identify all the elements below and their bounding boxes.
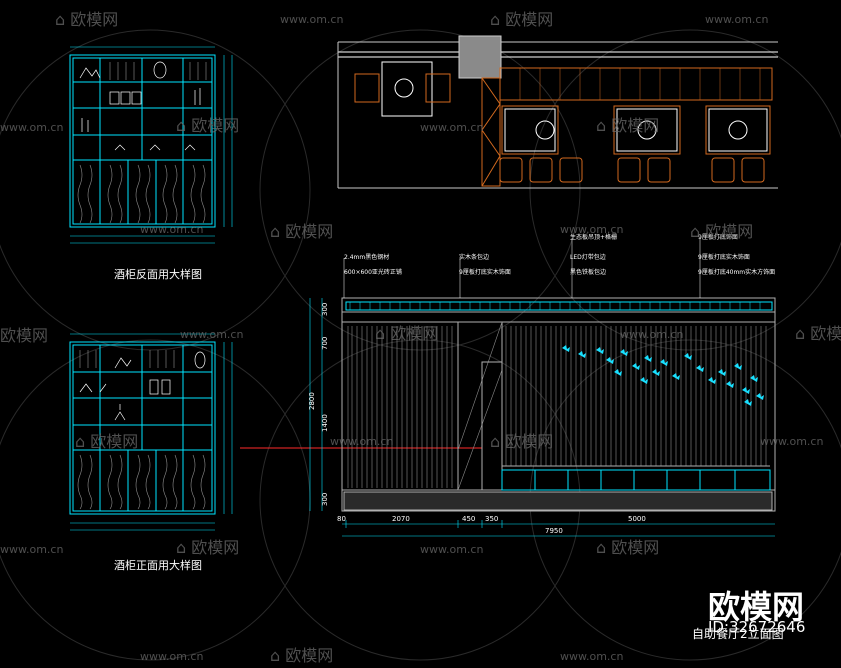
watermark-logo: ⌂ 欧模网 — [270, 222, 334, 241]
annotation: 9厘板打底实木饰面 — [698, 254, 750, 261]
dim-left: 300 — [321, 493, 329, 506]
dim-height: 2800 — [308, 392, 316, 410]
elevation-vertical-dimensions: 300 700 1400 300 2800 — [308, 303, 329, 506]
watermark-logo: ⌂ 欧模网 — [375, 324, 439, 343]
dim-left: 700 — [321, 337, 329, 350]
annotation: 600×600亚光砖正铺 — [344, 269, 402, 276]
watermark-url: www.om.cn — [140, 650, 204, 663]
id-label: ID:32672646 — [708, 618, 806, 636]
watermark-url: www.om.cn — [420, 543, 484, 556]
watermark-logo: ⌂ 欧模网 — [55, 10, 119, 29]
cabinet-front-objects — [79, 351, 206, 421]
cabinet-back-objects — [79, 61, 201, 151]
watermark-logo: ⌂ 欧模网 — [176, 538, 240, 557]
watermark-url: www.om.cn — [560, 223, 624, 236]
dim-left: 1400 — [321, 414, 329, 432]
annotation: 生态板吊顶+格栅 — [570, 234, 618, 241]
elevation-dimensions — [309, 298, 775, 537]
watermark-logo: ⌂ 欧模网 — [490, 10, 554, 29]
annotation: 9厘板打底饰面 — [698, 234, 738, 241]
annotation: 2.4mm黑色钢材 — [344, 254, 390, 261]
brand-logo: 欧模网 — [708, 588, 805, 626]
cabinet-front-elevation — [69, 341, 216, 515]
cabinet-front-grain — [77, 350, 206, 510]
watermark-url: www.om.cn — [280, 13, 344, 26]
watermark-url: www.om.cn — [420, 121, 484, 134]
annotation: LED灯带包边 — [570, 254, 606, 261]
watermark-logo: ⌂ 欧模网 — [596, 116, 660, 135]
cabinet-back-elevation — [69, 54, 216, 228]
caption-cabinet-back: 酒柜反面用大样图 — [114, 268, 202, 281]
dim-left: 300 — [321, 303, 329, 316]
annotation: 黑色铁板包边 — [570, 269, 607, 276]
dim-bottom: 450 — [462, 515, 475, 523]
cabinet-back-dimensions — [70, 46, 233, 244]
watermark-logo: ⌂ 欧模网 — [75, 432, 139, 451]
butterfly-decor — [562, 345, 764, 406]
watermark-url: www.om.cn — [620, 328, 684, 341]
watermark-logo: ⌂ 欧模网 — [490, 432, 554, 451]
main-elevation — [341, 297, 776, 512]
watermark-logo: ⌂ 欧模网 — [596, 538, 660, 557]
caption-cabinet-front: 酒柜正面用大样图 — [114, 559, 202, 572]
dim-bottom: 80 — [337, 515, 346, 523]
watermark-logo: ⌂ 欧模网 — [690, 222, 754, 241]
watermark-url: www.om.cn — [760, 435, 824, 448]
floor-plan — [337, 35, 778, 189]
watermark-url: www.om.cn — [180, 328, 244, 341]
annotation: 实木条包边 — [459, 254, 490, 261]
cabinet-front-dimensions — [70, 333, 233, 531]
watermark-url: www.om.cn — [705, 13, 769, 26]
watermark-url: www.om.cn — [0, 121, 64, 134]
watermark-url: www.om.cn — [0, 543, 64, 556]
dim-bottom: 2070 — [392, 515, 410, 523]
elevation-dimension-numbers: 80 2070 450 350 5000 7950 — [337, 515, 646, 535]
watermark-logo: ⌂ 欧模网 — [795, 324, 841, 343]
cabinet-back-grain — [77, 62, 207, 224]
elevation-title: 自助餐厅2立面图 — [692, 627, 784, 641]
annotation: 9厘板打底实木饰面 — [459, 269, 511, 276]
column — [458, 35, 502, 79]
dim-bottom: 5000 — [628, 515, 646, 523]
watermark-url: www.om.cn — [140, 223, 204, 236]
watermark-circles — [0, 29, 841, 661]
dim-bottom: 350 — [485, 515, 498, 523]
dim-total: 7950 — [545, 527, 563, 535]
watermark-logo: ⌂ 欧模网 — [270, 646, 334, 665]
watermark-logo: 欧模网 — [0, 326, 49, 345]
annotation-leaders — [343, 238, 701, 298]
watermark-url: www.om.cn — [330, 435, 394, 448]
annotation: 9厘板打底40mm实木方饰面 — [698, 269, 776, 276]
watermark-logo: ⌂ 欧模网 — [176, 116, 240, 135]
watermark-url: www.om.cn — [560, 650, 624, 663]
